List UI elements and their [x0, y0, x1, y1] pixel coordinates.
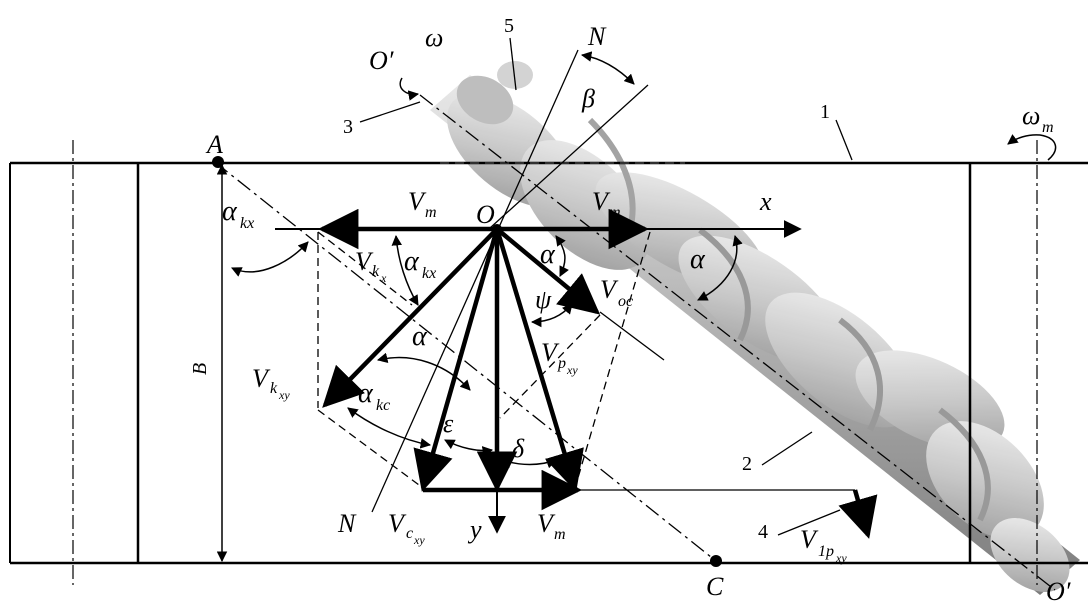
label-a: A: [205, 130, 223, 159]
svg-text:oc: oc: [618, 293, 633, 310]
svg-text:kx: kx: [240, 215, 254, 232]
part-number-4: 4: [758, 521, 768, 543]
label-x: x: [759, 187, 772, 216]
label-omega: ω: [425, 23, 443, 52]
svg-text:V: V: [600, 275, 619, 304]
svg-text:V: V: [541, 338, 560, 367]
vector-vkxy: [322, 227, 499, 408]
arc-alpha-small: [555, 235, 569, 277]
velocity-vectors: [317, 208, 878, 539]
svg-text:V: V: [388, 509, 407, 538]
label-vpxy: V p xy: [541, 338, 578, 377]
arc-alpha-right: [697, 234, 743, 301]
label-omega-m: ω m: [1022, 101, 1054, 136]
svg-text:m: m: [554, 526, 566, 543]
svg-text:xy: xy: [413, 533, 425, 547]
svg-text:m: m: [1042, 119, 1054, 136]
label-v1pxy: V 1p xy: [800, 525, 847, 565]
arc-epsilon: [444, 439, 494, 457]
svg-text:V: V: [408, 187, 427, 216]
label-vm-left: V m: [408, 187, 437, 221]
svg-text:k: k: [270, 380, 278, 397]
svg-text:xy: xy: [566, 363, 578, 377]
svg-text:k: k: [372, 263, 380, 280]
part-number-1: 1: [820, 101, 830, 123]
label-n-top: N: [587, 22, 607, 51]
beta-ray: [489, 84, 649, 229]
point-c: [710, 555, 722, 567]
svg-text:kc: kc: [376, 397, 390, 414]
svg-text:m: m: [609, 204, 621, 221]
arc-alpha-kc: [347, 407, 432, 449]
point-a: [212, 156, 224, 168]
svg-text:V: V: [252, 364, 271, 393]
label-beta: β: [581, 84, 595, 113]
part-number-3: 3: [343, 116, 353, 138]
auger-axis: [419, 94, 1056, 591]
arc-alpha-kx: [391, 234, 419, 306]
svg-text:xy: xy: [835, 551, 847, 565]
label-b: B: [189, 363, 211, 375]
arc-delta: [501, 458, 557, 469]
label-delta: δ: [512, 434, 525, 463]
label-alpha-right: α: [690, 244, 706, 275]
label-n-bottom: N: [337, 509, 357, 538]
label-alpha-kx-left: α kx: [222, 196, 254, 232]
label-alpha-kc: α kc: [358, 378, 390, 414]
label-vkx: V k x: [355, 247, 387, 285]
label-vm-bottom: V m: [537, 509, 566, 543]
arc-alpha-mid: [376, 352, 471, 391]
label-alpha-mid: α: [412, 321, 428, 352]
label-o-prime-bottom: O′: [1046, 577, 1071, 601]
arc-omega: [399, 77, 420, 101]
label-epsilon: ε: [443, 409, 454, 438]
svg-text:α: α: [358, 378, 374, 409]
label-vkxy: V k xy: [252, 364, 290, 402]
angle-arcs: [231, 51, 1057, 469]
svg-text:α: α: [404, 246, 420, 277]
label-o: O: [476, 200, 495, 229]
label-c: C: [706, 572, 724, 601]
label-alpha-kx: α kx: [404, 246, 436, 282]
arc-psi: [530, 303, 573, 328]
svg-text:α: α: [222, 196, 238, 227]
label-o-prime-top: O′: [369, 46, 394, 75]
part-number-5: 5: [504, 15, 514, 37]
point-o: [492, 224, 502, 234]
label-voc: V oc: [600, 275, 633, 310]
construction-lines: [317, 231, 971, 560]
svg-text:ω: ω: [1022, 101, 1040, 130]
part-number-2: 2: [742, 453, 752, 475]
svg-text:m: m: [425, 204, 437, 221]
svg-text:p: p: [557, 355, 566, 372]
vector-v1pxy: [838, 489, 878, 539]
svg-text:V: V: [592, 187, 611, 216]
svg-text:1p: 1p: [818, 543, 834, 560]
label-psi: ψ: [535, 285, 552, 314]
arc-beta: [580, 51, 635, 85]
svg-text:V: V: [537, 509, 556, 538]
label-vcxy: V c xy: [388, 509, 425, 547]
label-alpha-small: α: [540, 239, 556, 270]
arc-alpha-kx-left: [231, 241, 309, 277]
arc-omega-m: [1007, 134, 1057, 161]
vector-voc: [495, 227, 601, 315]
label-y: y: [467, 515, 482, 544]
leader-lines: [359, 37, 853, 536]
svg-text:c: c: [406, 525, 413, 542]
vector-vpxy: [494, 228, 584, 492]
svg-text:kx: kx: [422, 265, 436, 282]
svg-text:x: x: [380, 271, 387, 285]
svg-text:V: V: [355, 247, 374, 276]
svg-text:V: V: [800, 525, 819, 554]
svg-text:xy: xy: [278, 388, 290, 402]
label-vm-right: V m: [592, 187, 621, 221]
